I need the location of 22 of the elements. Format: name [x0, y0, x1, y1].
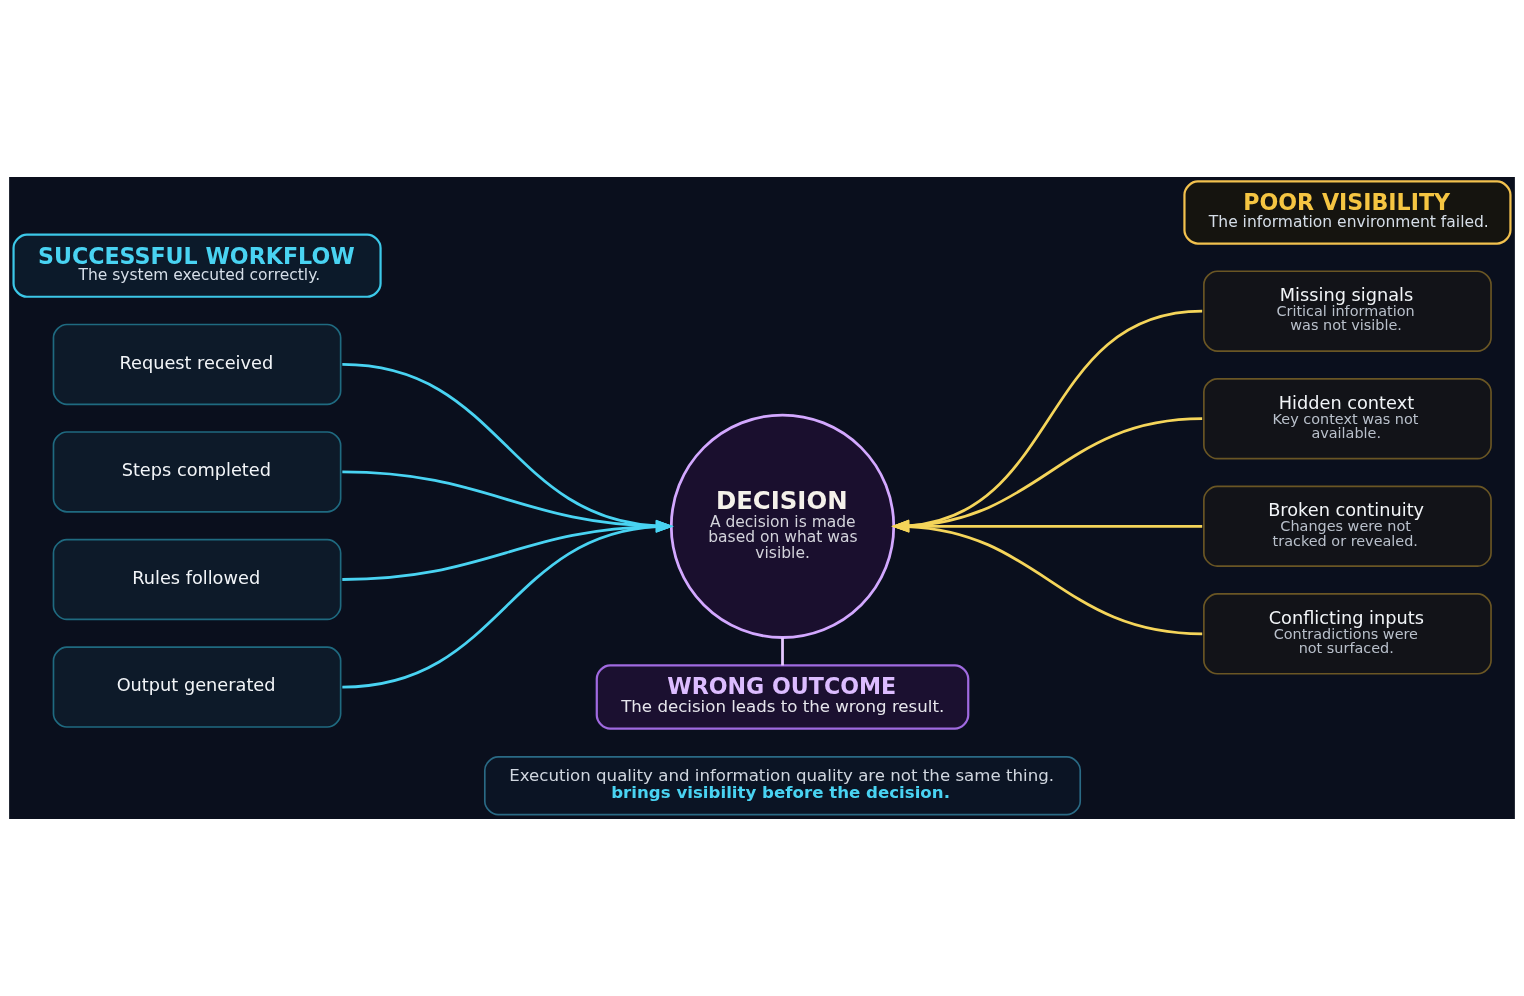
- arrow: [342, 520, 674, 581]
- node-box: Missing signals Critical information was not visible.: [1203, 270, 1492, 352]
- node-circle: DECISION A decision is made based on what was visible.: [669, 413, 896, 639]
- node-box: WRONG OUTCOME The decision leads to the wrong result.: [595, 664, 970, 730]
- connector: [781, 637, 784, 666]
- arrow: [891, 520, 1203, 533]
- node-box: SUCCESSFUL WORKFLOW The system executed correctly.: [12, 233, 382, 298]
- node-box: Conflicting inputs Contradictions were not surfaced.: [1203, 593, 1492, 675]
- node-box: Hidden context Key context was not available.: [1203, 377, 1492, 460]
- arrow: [891, 309, 1203, 533]
- node-box: Execution quality and information quality are not the same thing. brings visibility before the decision.: [483, 756, 1082, 816]
- node-box: Broken continuity Changes were not tracked or revealed.: [1203, 485, 1492, 568]
- node-box: Rules followed: [52, 538, 342, 621]
- arrow: [342, 363, 674, 533]
- arrow: [342, 520, 674, 689]
- arrow: [891, 417, 1203, 533]
- node-box: Request received: [52, 323, 342, 406]
- arrow: [342, 470, 674, 533]
- node-box: Output generated: [52, 646, 342, 728]
- node-box: Steps completed: [52, 431, 342, 513]
- node-box: POOR VISIBILITY The information environment failed.: [1183, 180, 1512, 245]
- arrow: [891, 520, 1203, 636]
